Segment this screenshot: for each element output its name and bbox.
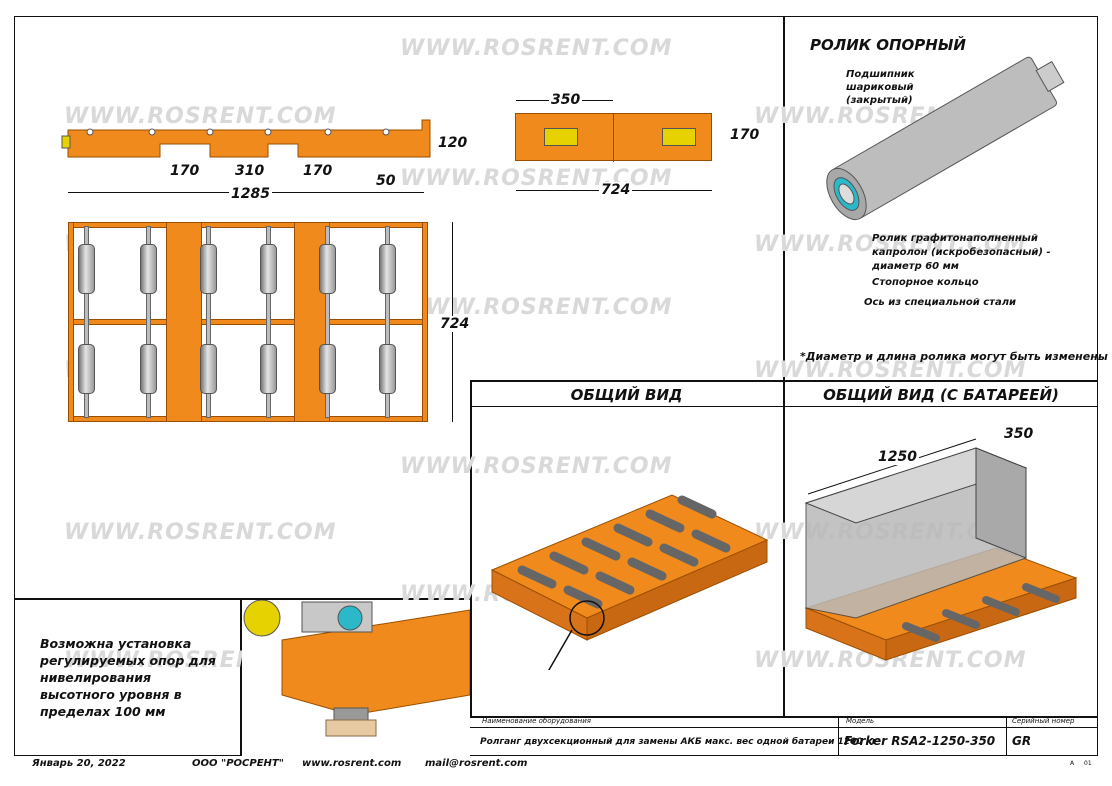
divider-detail-top: [14, 598, 471, 600]
sheet-a: А: [1070, 760, 1075, 767]
footer-date: Январь 20, 2022: [32, 758, 126, 769]
title-block-row: [470, 727, 1098, 728]
top-view: [68, 222, 428, 422]
dim-end-170: 170: [728, 127, 762, 143]
battery-view-drawing: [804, 438, 1078, 661]
support-detail-drawing: [242, 600, 470, 756]
watermark: WWW.ROSRENT.COM: [400, 295, 673, 320]
watermark: WWW.ROSRENT.COM: [754, 358, 1027, 383]
divider-views-left: [470, 380, 472, 716]
bearing-label: Подшипник шариковый (закрытый): [846, 69, 915, 106]
watermark: WWW.ROSRENT.COM: [400, 36, 673, 61]
divider-detail-mid: [240, 598, 242, 756]
footer-company: ООО "РОСРЕНТ": [192, 758, 284, 769]
title-block-col1: [838, 716, 839, 756]
battery-width-dim: 350: [1002, 426, 1036, 442]
ring-label: Стопорное кольцо: [872, 277, 979, 288]
equipment-header: Наименование оборудования: [482, 717, 591, 725]
divider-right-vertical: [783, 16, 785, 716]
roller-detail-title: РОЛИК ОПОРНЫЙ: [810, 36, 966, 54]
roller-label: Ролик графитонаполненный капролон (искро…: [872, 233, 1051, 272]
dim-side-310: 310: [233, 163, 267, 179]
battery-length-dim: 1250: [876, 449, 919, 465]
model-header: Модель: [846, 717, 875, 725]
roller-illustration: [826, 56, 1065, 221]
general-view-drawing: [490, 494, 769, 670]
serial-header: Серийный номер: [1012, 717, 1075, 725]
battery-view-title: ОБЩИЙ ВИД (С БАТАРЕЕЙ): [823, 386, 1059, 404]
dim-end-350: 350: [549, 92, 583, 108]
side-view: [60, 112, 460, 202]
dim-side-170a: 170: [168, 163, 202, 179]
dim-top-724: 724: [438, 316, 472, 332]
watermark: WWW.ROSRENT.COM: [400, 454, 673, 479]
drawing-frame: [14, 16, 1098, 756]
axle-label: Ось из специальной стали: [864, 297, 1017, 308]
footer-email: mail@rosrent.com: [425, 758, 528, 769]
sheet-of: 01: [1084, 760, 1092, 767]
title-block-top: [470, 716, 1098, 718]
roller-note: *Диаметр и длина ролика могут быть измен…: [800, 350, 1108, 363]
dim-end-724: 724: [599, 182, 633, 198]
watermark: WWW.ROSRENT.COM: [754, 232, 1027, 257]
model-value: Forker RSA2-1250-350: [844, 734, 996, 748]
footer-website: www.rosrent.com: [302, 758, 402, 769]
watermark: WWW.ROSRENT.COM: [64, 520, 337, 545]
equipment-value: Ролганг двухсекционный для замены АКБ ма…: [480, 737, 877, 747]
title-block-col2: [1006, 716, 1007, 756]
watermark: WWW.ROSRENT.COM: [64, 104, 337, 129]
support-note: Возможна установка регулируемых опор для…: [40, 636, 216, 719]
dim-side-120: 120: [436, 135, 470, 151]
divider-views-top: [470, 380, 1098, 382]
serial-value: GR: [1012, 734, 1032, 748]
dim-side-1285: 1285: [229, 186, 272, 202]
dim-side-170b: 170: [301, 163, 335, 179]
general-view-title: ОБЩИЙ ВИД: [570, 386, 683, 404]
divider-views-header: [470, 406, 1098, 407]
dim-side-50: 50: [374, 173, 398, 189]
end-view: [515, 113, 712, 162]
